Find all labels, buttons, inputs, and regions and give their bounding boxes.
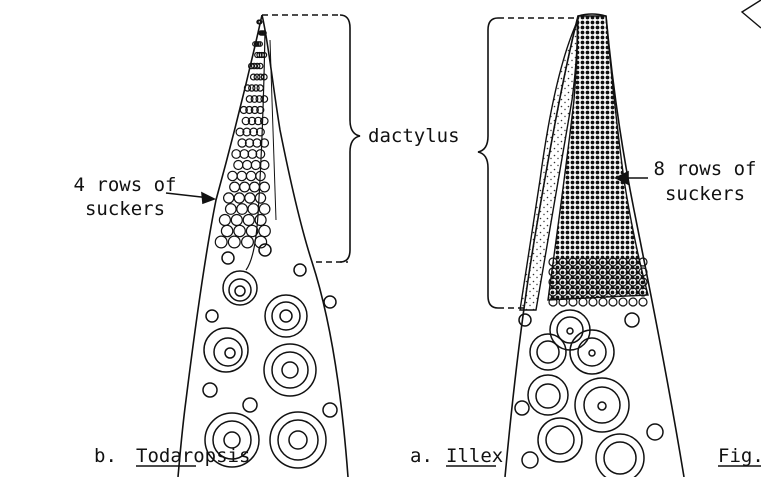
todaropsis-tentacle: [178, 15, 348, 477]
small-sucker: [255, 193, 265, 203]
small-sucker: [228, 171, 237, 180]
transition-sucker: [579, 298, 587, 306]
transition-sucker: [629, 298, 637, 306]
small-sucker: [230, 182, 240, 192]
caption-b-letter: b.: [94, 447, 117, 466]
caption-a-letter: a.: [410, 447, 433, 466]
small-sucker: [237, 204, 248, 215]
todaropsis-outline: [178, 15, 262, 477]
eight-rows-label-line1: 8 rows of: [650, 160, 760, 179]
small-sucker: [248, 150, 257, 159]
four-rows-label-line1: 4 rows of: [70, 176, 180, 195]
illex-dactylus-suckers: [548, 16, 648, 300]
small-sucker: [248, 204, 259, 215]
small-sucker: [234, 193, 244, 203]
dactylus-bracket-left: [262, 15, 360, 262]
transition-sucker: [589, 298, 597, 306]
illex-manus-suckers: [515, 310, 663, 477]
small-sucker: [215, 236, 227, 248]
caption-b-name: Todaropsis: [136, 447, 250, 466]
small-sucker: [246, 171, 255, 180]
small-sucker: [226, 204, 237, 215]
small-sucker: [228, 236, 240, 248]
small-sucker: [251, 161, 260, 170]
small-sucker: [242, 236, 254, 248]
small-sucker: [231, 215, 242, 226]
transition-sucker: [639, 298, 647, 306]
small-sucker: [234, 161, 243, 170]
eight-rows-label-line2: suckers: [650, 185, 760, 204]
small-sucker: [240, 182, 250, 192]
small-sucker: [256, 150, 265, 159]
small-sucker: [259, 225, 270, 236]
fig-label: Fig.: [718, 447, 761, 466]
small-sucker: [245, 193, 255, 203]
caption-a-name: Illex: [446, 447, 503, 466]
small-sucker: [234, 225, 245, 236]
small-sucker: [219, 215, 230, 226]
small-sucker: [260, 182, 270, 192]
corner-fragment: [742, 0, 761, 28]
small-sucker: [224, 193, 234, 203]
small-sucker: [257, 85, 263, 91]
dactylus-label: dactylus: [368, 127, 460, 146]
small-sucker: [221, 225, 232, 236]
four-rows-label-line2: suckers: [70, 200, 180, 219]
small-sucker: [259, 204, 270, 215]
transition-sucker: [619, 298, 627, 306]
small-sucker: [237, 171, 246, 180]
small-sucker: [232, 150, 241, 159]
small-sucker: [240, 150, 249, 159]
small-sucker: [261, 96, 268, 103]
small-sucker: [250, 182, 260, 192]
small-sucker: [243, 161, 252, 170]
small-sucker: [255, 215, 266, 226]
transition-sucker: [599, 298, 607, 306]
transition-sucker: [609, 298, 617, 306]
small-sucker: [243, 215, 254, 226]
